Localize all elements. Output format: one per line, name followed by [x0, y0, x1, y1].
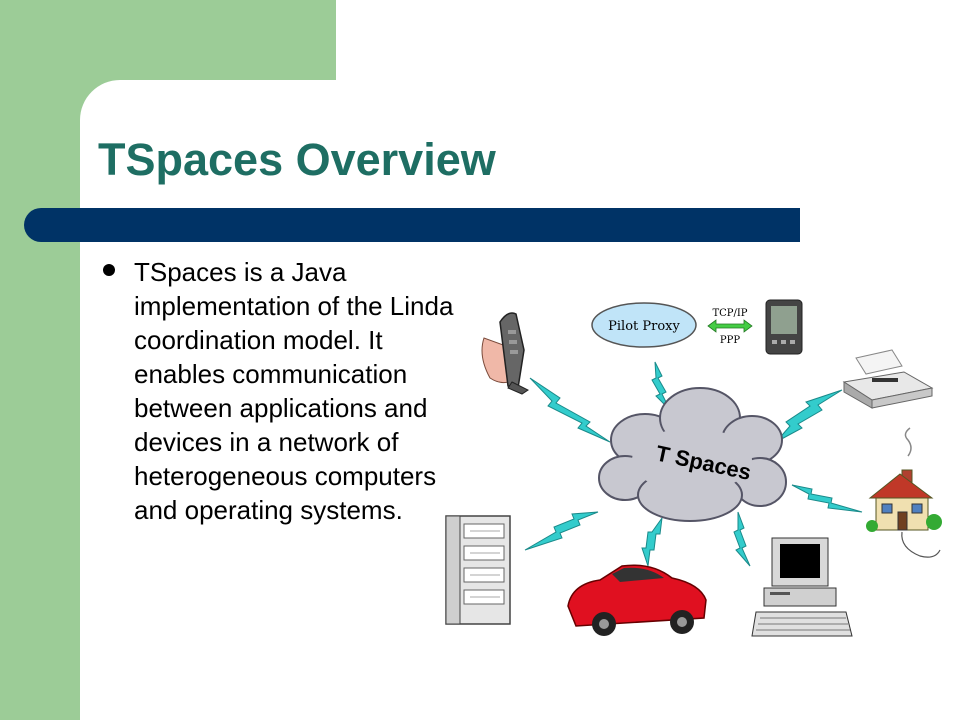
slide-title: TSpaces Overview — [98, 134, 496, 185]
tspaces-diagram: T Spaces Pilot Proxy TCP/IP PPP — [445, 299, 942, 637]
house-icon — [866, 427, 942, 558]
link-bottom-label: PPP — [720, 335, 740, 346]
server-tower-icon — [445, 515, 511, 625]
car-icon — [567, 564, 707, 636]
bolt-printer — [775, 389, 843, 443]
pilot-proxy-node: Pilot Proxy — [591, 302, 697, 348]
phone-icon — [481, 312, 529, 395]
bolt-server — [524, 511, 599, 551]
link-arrow: TCP/IP PPP — [707, 308, 753, 346]
title-underline-bar — [24, 208, 800, 242]
bolt-phone — [529, 377, 611, 443]
bolt-car — [641, 517, 663, 567]
proxy-label: Pilot Proxy — [608, 319, 680, 334]
printer-icon — [842, 349, 934, 409]
link-top-label: TCP/IP — [712, 308, 747, 319]
bolt-computer — [733, 511, 751, 567]
bolt-house — [791, 484, 863, 513]
sidebar-green — [0, 0, 80, 720]
pda-icon — [765, 299, 803, 355]
cloud-icon — [598, 387, 787, 522]
bullet-icon — [103, 264, 115, 276]
lightning-bolts — [524, 361, 863, 567]
bullet-text: TSpaces is a Java implementation of the … — [134, 257, 454, 525]
desktop-computer-icon — [751, 537, 853, 637]
